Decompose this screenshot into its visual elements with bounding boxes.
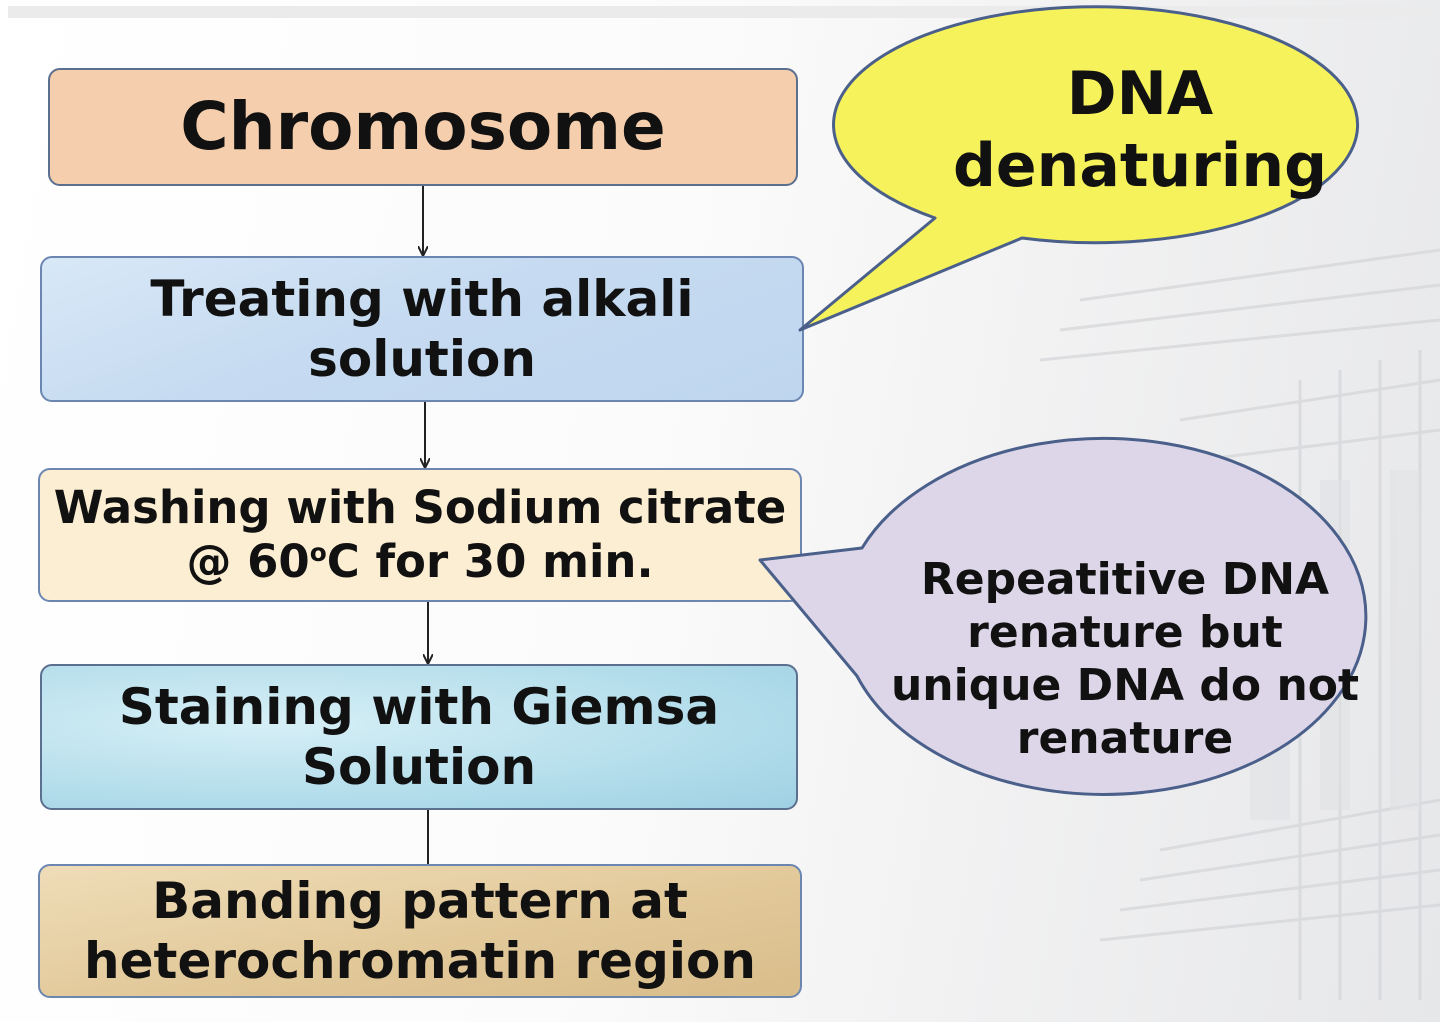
- step-giemsa-staining: Staining with Giemsa Solution: [40, 664, 798, 810]
- step-giemsa-staining-label: Staining with Giemsa Solution: [118, 678, 720, 796]
- step-banding-pattern: Banding pattern at heterochromatin regio…: [38, 864, 802, 998]
- step-alkali-treatment-label: Treating with alkali solution: [150, 270, 694, 388]
- callout-dna-denaturing-text: DNA denaturing: [952, 59, 1328, 201]
- step-sodium-citrate-wash-label: Washing with Sodium citrate @ 60oC for 3…: [53, 481, 787, 588]
- step-chromosome: Chromosome: [48, 68, 798, 186]
- callout-dna-denaturing-bubble: [798, 5, 1360, 332]
- step-sodium-citrate-wash: Washing with Sodium citrate @ 60oC for 3…: [38, 468, 802, 602]
- callout-renature-text: Repeatitive DNA renature but unique DNA …: [890, 554, 1360, 764]
- callout-renature: Repeatitive DNA renature but unique DNA …: [880, 510, 1370, 810]
- step-alkali-treatment: Treating with alkali solution: [40, 256, 804, 402]
- degree-symbol: o: [309, 538, 327, 567]
- callout-renature-bubble: [758, 436, 1368, 796]
- step-chromosome-label: Chromosome: [180, 88, 666, 166]
- step-banding-pattern-label: Banding pattern at heterochromatin regio…: [84, 872, 756, 990]
- callout-dna-denaturing: DNA denaturing: [900, 40, 1380, 220]
